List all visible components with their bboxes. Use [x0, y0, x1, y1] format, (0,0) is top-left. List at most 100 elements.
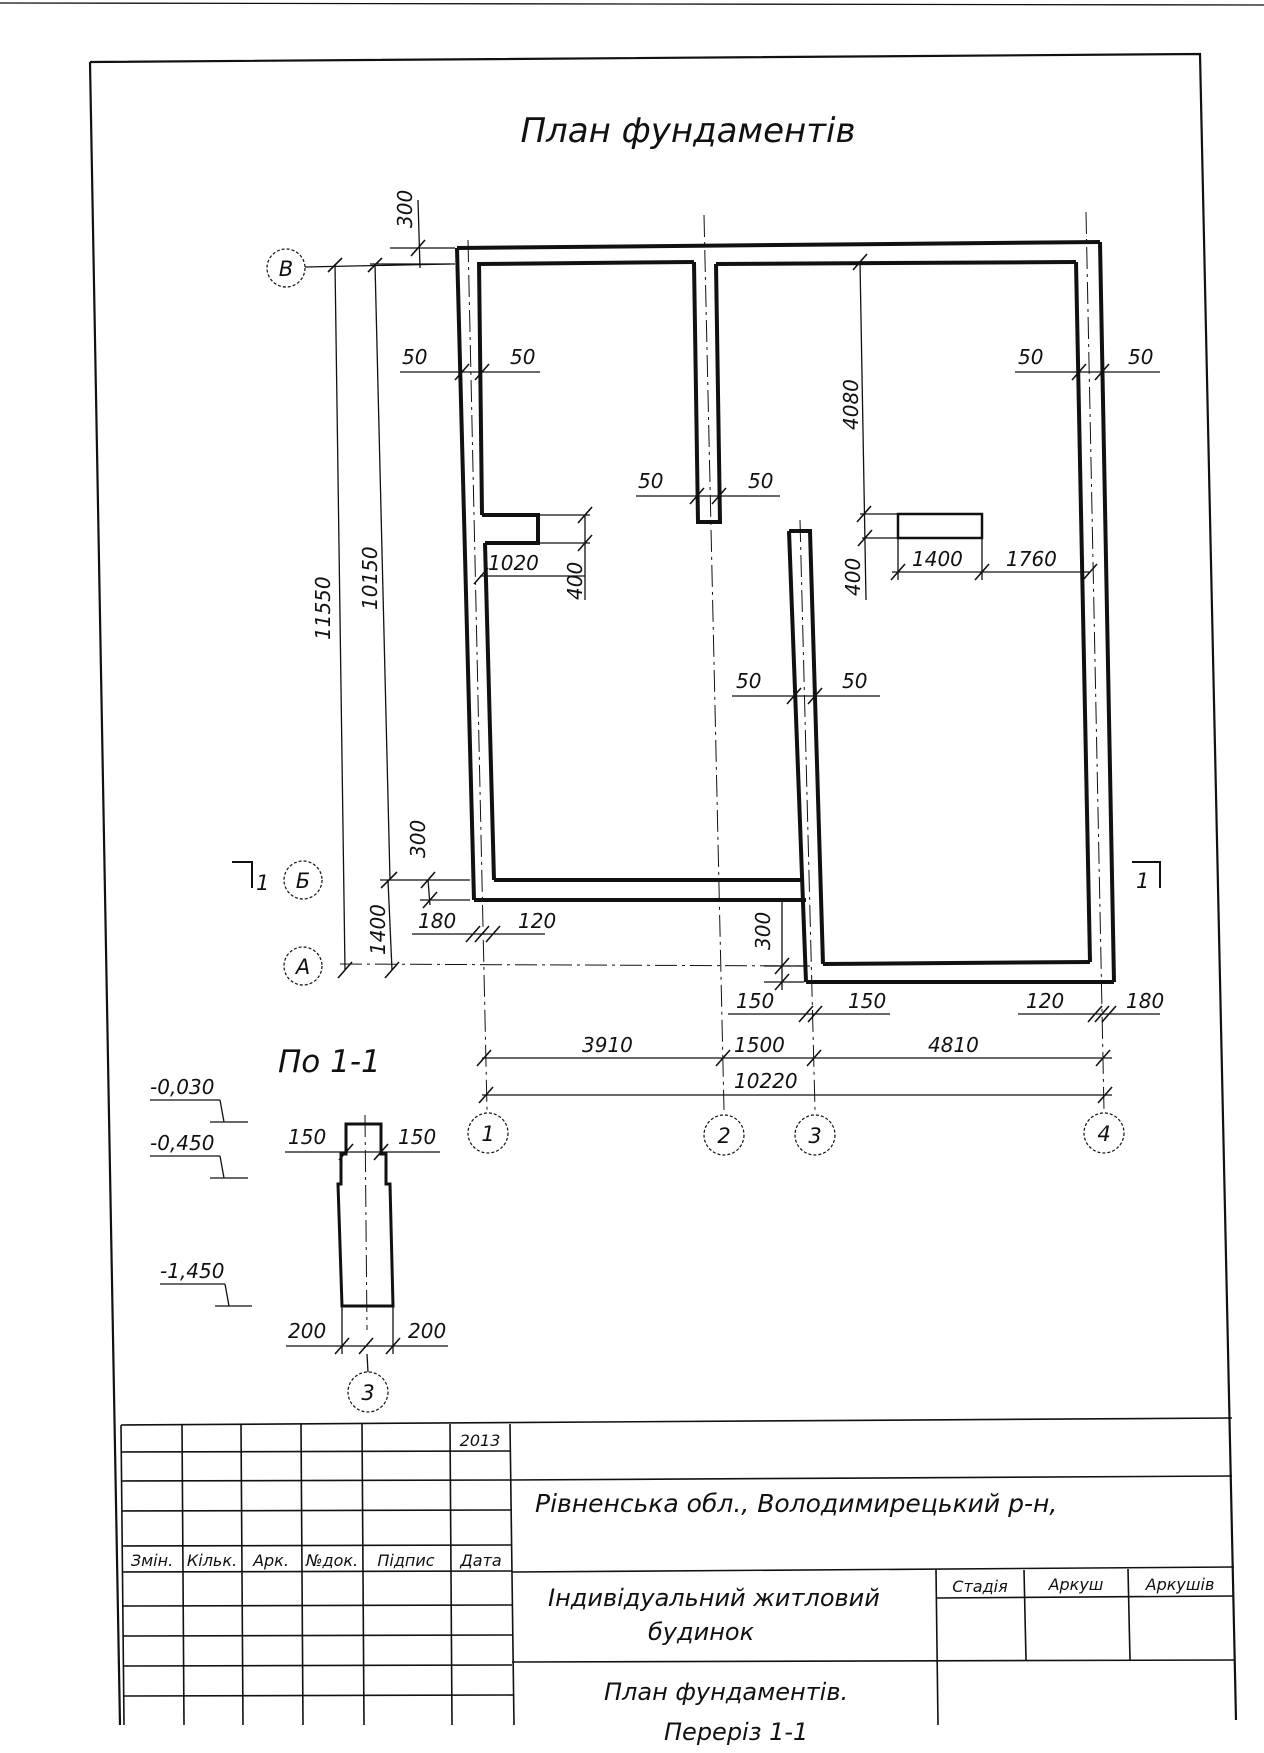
axis-bubble-a [283, 946, 323, 986]
dim-300-b: 300 [406, 820, 430, 858]
dim-wall-c-right: 50 [842, 669, 867, 693]
dim-10150: 10150 [358, 546, 382, 610]
dim-1400-inner: 1400 [912, 547, 963, 571]
header-ark: Арк. [252, 1551, 289, 1570]
dim-1020: 1020 [488, 551, 539, 575]
dim-300-top: 300 [393, 190, 417, 228]
dim-wall-b-right: 50 [748, 469, 773, 493]
stub-wall [787, 529, 825, 983]
header-ndok: №док. [305, 1551, 358, 1570]
left-dimensions: 11550 10150 1400 300 300 [311, 190, 470, 979]
title-block-drawing-1: План фундаментів. [604, 1678, 848, 1706]
dim-4080: 4080 [839, 379, 863, 430]
axis-bubble-b [283, 860, 323, 900]
right-wall-outer [1098, 241, 1116, 983]
axis-bubble-1 [467, 1112, 509, 1154]
foundation-walls [455, 240, 1116, 984]
dim-wall-d-left: 50 [1018, 345, 1043, 369]
title-block-object-1: Індивідуальний житловий [548, 1584, 880, 1612]
dim-3910: 3910 [582, 1033, 633, 1057]
level-2: -0,450 [150, 1131, 214, 1155]
axis-bubble-v [266, 248, 306, 288]
section-profile: 150 150 200 200 3 [285, 1114, 448, 1413]
dim-wall-a-left: 50 [402, 345, 427, 369]
title-block: 2013 Змін. Кільк. Арк. №док. Підпис Дата… [120, 1417, 1235, 1746]
section-bottom-right: 200 [408, 1319, 446, 1343]
interior-dimensions: 4080 400 1400 1760 [839, 253, 1098, 601]
axis-label-1: 1 [481, 1122, 494, 1146]
drawing-title: План фундаментів [520, 111, 855, 151]
axis-3-line [799, 519, 816, 1111]
dim-wall-c-left: 50 [736, 669, 761, 693]
nub-dimensions: 1020 400 [473, 506, 593, 600]
dim-1760: 1760 [1006, 547, 1057, 571]
dim-11550: 11550 [311, 576, 335, 640]
middle-wall-left [692, 261, 723, 524]
axis-1-line [467, 239, 488, 1111]
section-title: По 1-1 [278, 1044, 381, 1080]
dim-180-right: 180 [1126, 989, 1164, 1013]
top-wall-outer [456, 240, 1101, 250]
title-block-location: Рівненська обл., Володимирецький р-н, [535, 1489, 1057, 1518]
axis-label-v: В [279, 257, 293, 281]
scan-edge-top [0, 2, 1264, 6]
header-kilk: Кільк. [187, 1551, 237, 1570]
axis-4-line [1085, 211, 1105, 1111]
dim-400-inner: 400 [841, 558, 865, 596]
level-3: -1,450 [160, 1259, 224, 1283]
axis-label-a: А [294, 955, 310, 979]
header-pidpys: Підпис [377, 1551, 434, 1570]
dim-150-a: 150 [736, 989, 774, 1013]
section-bottom-left: 200 [288, 1319, 326, 1343]
dim-150-b: 150 [848, 989, 886, 1013]
dim-180-left: 180 [418, 909, 456, 933]
header-data: Дата [459, 1551, 501, 1570]
bottom-right-inner [822, 960, 1091, 966]
dim-4810: 4810 [928, 1033, 979, 1057]
left-wall-outer [455, 247, 476, 901]
nub-right [896, 512, 984, 540]
axis-2-line [703, 214, 725, 1111]
nub-left [482, 513, 540, 545]
dim-300-bottom: 300 [751, 912, 775, 950]
top-wall-inner-left [478, 260, 695, 266]
header-zmin: Змін. [131, 1551, 173, 1570]
section-top-right: 150 [398, 1125, 436, 1149]
title-block-drawing-2: Переріз 1-1 [664, 1718, 808, 1746]
axis-bubble-2 [703, 1114, 745, 1156]
dim-wall-b-left: 50 [638, 469, 663, 493]
axis-letter-bubbles: В Б А [266, 248, 451, 986]
axis-bubble-4 [1083, 1112, 1125, 1154]
dim-120-right: 120 [1026, 989, 1064, 1013]
level-1: -0,030 [150, 1075, 214, 1099]
dim-400-nub: 400 [563, 562, 587, 600]
section-mark-left: 1 [256, 871, 269, 895]
top-wall-inner-right [715, 260, 1077, 266]
sheet-header-sheets: Аркушів [1145, 1575, 1215, 1594]
left-wall-inner-bottom [483, 542, 496, 881]
axis-a-line [339, 963, 811, 967]
dim-10220: 10220 [734, 1069, 798, 1093]
dim-1500: 1500 [734, 1033, 785, 1057]
section-levels: -0,030 -0,450 -1,450 [150, 1075, 252, 1307]
sheet-header-stage: Стадія [952, 1577, 1008, 1596]
axis-lines [339, 211, 1105, 1111]
right-wall-inner [1074, 261, 1092, 963]
sheet-header-sheet: Аркуш [1048, 1575, 1104, 1594]
section-axis-bubble [347, 1371, 389, 1413]
dim-120-left: 120 [518, 909, 556, 933]
dim-1400-left: 1400 [366, 904, 390, 955]
wall-dimensions: 50 50 50 50 50 50 50 50 [400, 345, 1160, 705]
dim-wall-d-right: 50 [1128, 345, 1153, 369]
title-block-object-2: будинок [648, 1618, 755, 1646]
section-axis-label: 3 [361, 1381, 374, 1405]
axis-label-3: 3 [808, 1124, 821, 1148]
section-mark-right: 1 [1136, 869, 1149, 893]
section-marks: 1 1 [232, 861, 1161, 895]
axis-label-b: Б [296, 869, 310, 893]
axis-label-2: 2 [717, 1124, 730, 1148]
sheet-frame [88, 52, 1238, 1726]
bottom-small-dimensions: 180 120 300 150 150 120 180 [412, 900, 1164, 1023]
section-top-left: 150 [288, 1125, 326, 1149]
